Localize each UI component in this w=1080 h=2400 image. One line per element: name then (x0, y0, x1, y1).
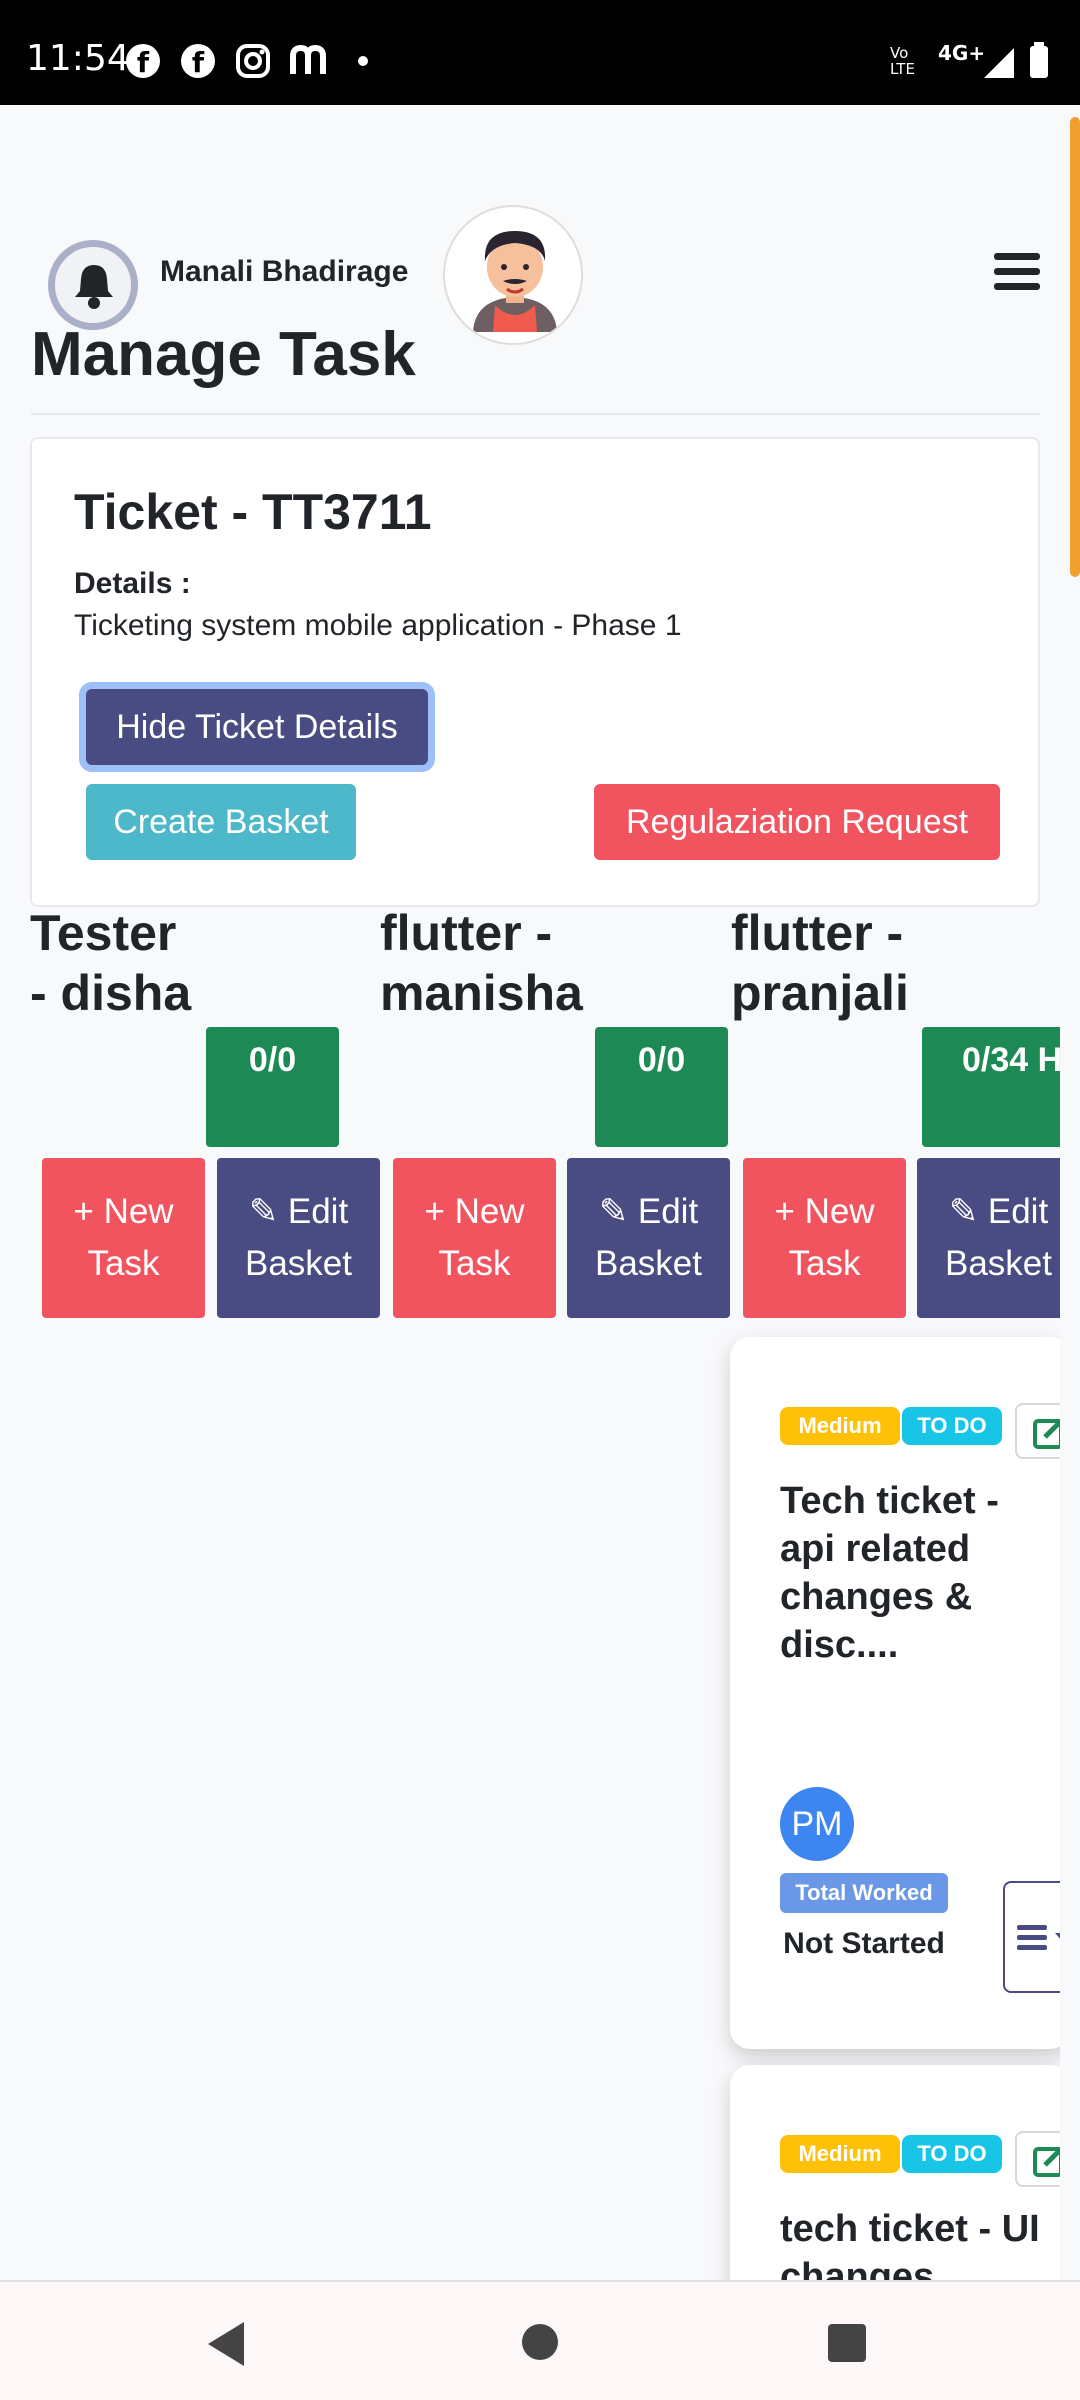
pencil-icon: ✎ Edit (948, 1192, 1049, 1231)
pencil-icon: ✎ Edit (598, 1192, 699, 1231)
basket-board[interactable]: Tester - disha 0/0 + New Task ✎ Edit Bas… (30, 905, 1060, 2280)
new-task-button[interactable]: + New Task (743, 1158, 906, 1318)
basket-title: flutter - manisha (380, 905, 583, 1021)
plus-icon: + New (774, 1192, 875, 1231)
total-worked-badge: Total Worked (780, 1873, 948, 1913)
page-title: Manage Task (31, 320, 416, 389)
svg-text:Vo: Vo (890, 44, 908, 62)
regularization-request-button[interactable]: Regulaziation Request (594, 784, 1000, 860)
edit-basket-label: Basket (595, 1244, 702, 1283)
status-time: 11:54 (26, 38, 130, 79)
edit-basket-label: Basket (245, 1244, 352, 1283)
basket-title: Tester - disha (30, 905, 192, 1021)
divider (31, 413, 1040, 415)
scrollbar[interactable] (1070, 117, 1080, 577)
ticket-title: Ticket - TT3711 (74, 484, 432, 540)
edit-basket-button[interactable]: ✎ Edit Basket (217, 1158, 380, 1318)
facebook-icon: f (126, 44, 160, 79)
new-task-label: Task (438, 1244, 511, 1283)
basket-title: flutter - pranjali (731, 905, 909, 1021)
priority-badge: Medium (780, 1407, 900, 1445)
navigation-bar (0, 2280, 1080, 2400)
edit-task-icon[interactable] (1015, 1403, 1060, 1459)
notification-button[interactable] (48, 240, 138, 330)
task-title: Tech ticket - api related changes & disc… (780, 1480, 999, 1666)
work-status: Not Started (783, 1927, 945, 1960)
avatar[interactable] (443, 205, 583, 345)
m-icon (290, 44, 326, 78)
status-badge: TO DO (902, 1407, 1002, 1445)
recent-apps-icon[interactable] (828, 2324, 866, 2362)
edit-task-icon[interactable] (1015, 2131, 1060, 2187)
edit-basket-button[interactable]: ✎ Edit Basket (567, 1158, 730, 1318)
edit-basket-label: Basket (945, 1244, 1052, 1283)
details-text: Ticketing system mobile application - Ph… (74, 609, 682, 642)
facebook-icon: f (181, 44, 215, 79)
instagram-icon (236, 44, 270, 78)
new-task-button[interactable]: + New Task (393, 1158, 556, 1318)
basket-count-badge: 0/0 (206, 1027, 339, 1147)
plus-icon: + New (424, 1192, 525, 1231)
plus-icon: + New (73, 1192, 174, 1231)
new-task-label: Task (788, 1244, 861, 1283)
task-menu-dropdown[interactable] (1003, 1881, 1060, 1993)
ticket-card: Ticket - TT3711 Details : Ticketing syst… (30, 437, 1040, 907)
edit-basket-button[interactable]: ✎ Edit Basket (917, 1158, 1060, 1318)
details-label: Details : (74, 567, 191, 600)
task-title: tech ticket - UI changes (dashboard, cre… (780, 2208, 1040, 2280)
basket-count-badge: 0/34 H (922, 1027, 1060, 1147)
home-icon[interactable] (522, 2324, 558, 2360)
bell-icon (75, 265, 113, 309)
pencil-icon: ✎ Edit (248, 1192, 349, 1231)
priority-badge: Medium (780, 2135, 900, 2173)
user-name: Manali Bhadirage (160, 255, 409, 288)
svg-text:LTE: LTE (890, 60, 915, 78)
hamburger-menu-icon[interactable] (994, 253, 1040, 293)
app-content[interactable]: Manali Bhadirage Manage Task Ticket - TT… (0, 105, 1080, 2280)
task-card[interactable]: Medium TO DO tech ticket - UI changes (d… (730, 2065, 1060, 2280)
list-icon (1017, 1925, 1060, 1950)
assignee-avatar: PM (780, 1787, 854, 1861)
hide-ticket-details-button[interactable]: Hide Ticket Details (86, 689, 428, 765)
status-right-icons: Vo LTE 4G+ (890, 40, 1060, 80)
task-card[interactable]: Medium TO DO Tech ticket - api related c… (730, 1337, 1060, 2049)
status-bar: 11:54 f f Vo LTE 4G+ (0, 0, 1080, 105)
create-basket-button[interactable]: Create Basket (86, 784, 356, 860)
back-icon[interactable] (208, 2322, 244, 2366)
svg-text:4G+: 4G+ (938, 41, 985, 65)
notification-dot-icon (358, 56, 368, 66)
new-task-button[interactable]: + New Task (42, 1158, 205, 1318)
new-task-label: Task (87, 1244, 160, 1283)
basket-count-badge: 0/0 (595, 1027, 728, 1147)
status-badge: TO DO (902, 2135, 1002, 2173)
